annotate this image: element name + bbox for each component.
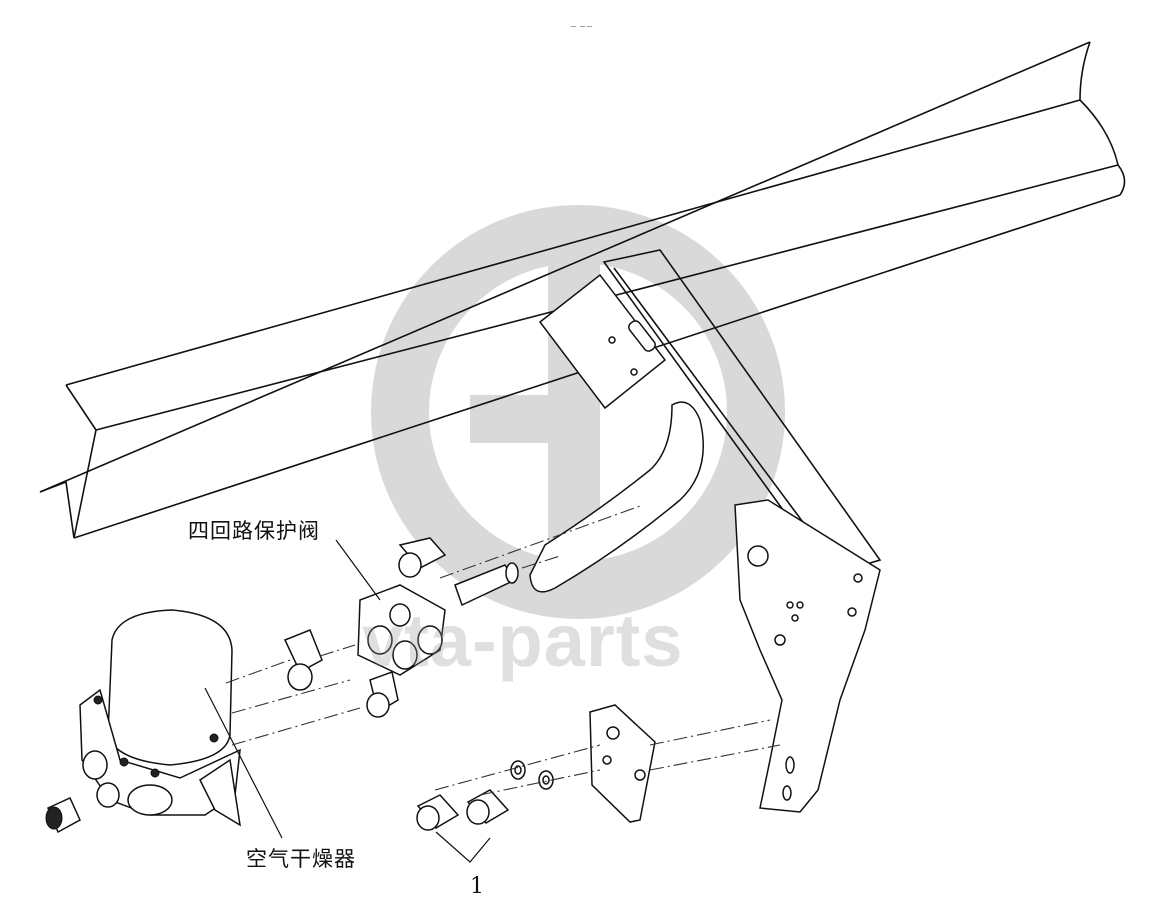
strap-bracket <box>529 401 704 593</box>
washers <box>510 760 554 790</box>
four-circuit-valve-label: 四回路保护阀 <box>188 519 320 543</box>
air-dryer-label: 空气干燥器 <box>246 847 356 871</box>
part-number-label: 1 <box>470 874 484 899</box>
air-dryer <box>45 609 283 839</box>
header-mark: ~ ~~ <box>570 22 593 31</box>
watermark-text: vta-parts <box>362 599 684 682</box>
four-circuit-protection-valve <box>283 537 519 718</box>
mount-bracket-lower <box>734 499 881 813</box>
assembly-lines <box>225 505 781 796</box>
small-plate <box>589 704 656 823</box>
spacer-sleeves <box>416 789 510 863</box>
